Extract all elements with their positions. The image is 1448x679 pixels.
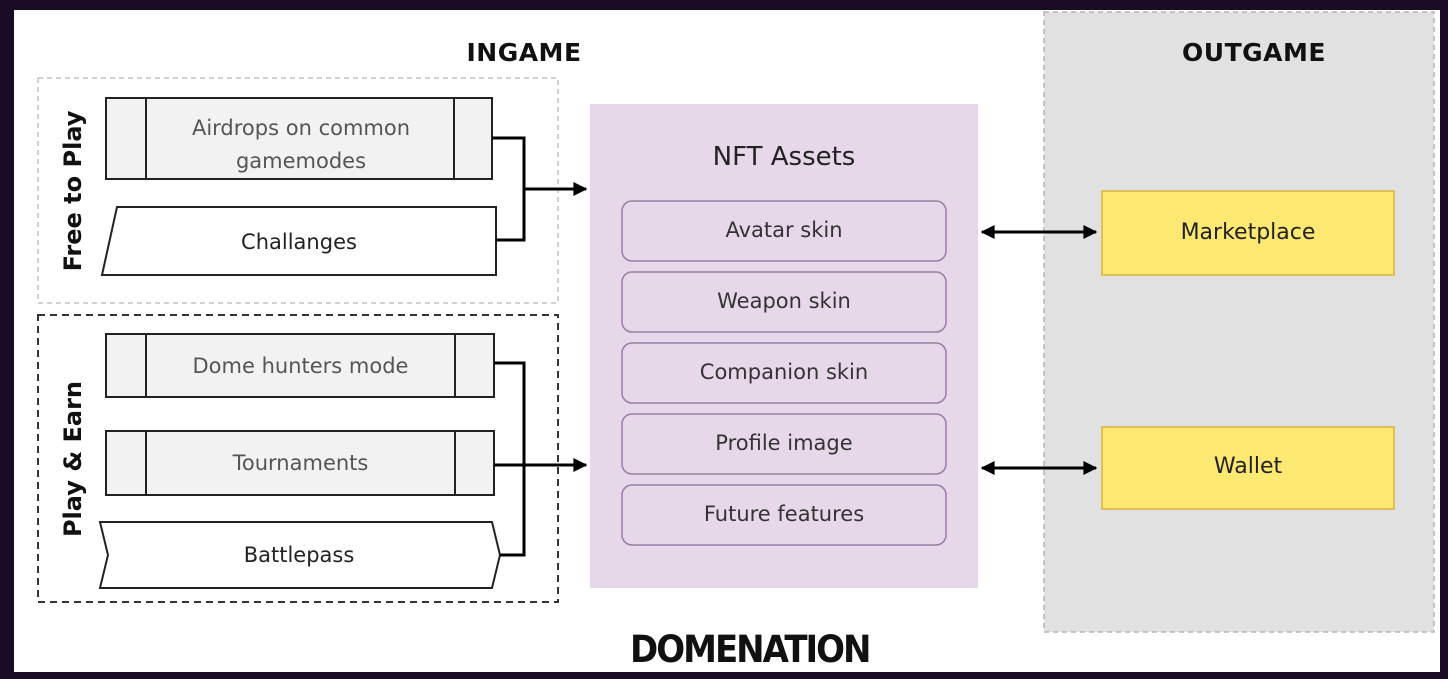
airdrops-label: Airdrops on common gamemodes <box>191 116 411 173</box>
ingame-heading: INGAME <box>466 38 582 67</box>
asset-box-companion <box>621 342 947 404</box>
battlepass-label: Battlepass <box>243 543 355 567</box>
connector-free-to-play <box>492 136 588 242</box>
free-to-play-label: Free to Play <box>59 110 87 272</box>
asset-box-avatar <box>621 200 947 262</box>
process-box-tournaments <box>105 430 495 496</box>
outgame-panel <box>1043 11 1435 633</box>
wallet-box <box>1101 426 1395 510</box>
manual-input-challanges <box>100 206 497 276</box>
connector-play-and-earn <box>494 361 588 557</box>
asset-box-future <box>621 484 947 546</box>
play-and-earn-label: Play & Earn <box>59 380 87 538</box>
challanges-label: Challanges <box>241 230 357 254</box>
process-box-dome-hunters <box>105 333 495 398</box>
diagram-shapes <box>37 11 1435 633</box>
marketplace-box <box>1101 190 1395 276</box>
asset-box-profile <box>621 413 947 475</box>
asset-companion-skin: Companion skin <box>699 360 869 384</box>
asset-box-weapon <box>621 271 947 333</box>
asset-avatar-skin: Avatar skin <box>725 218 843 242</box>
asset-weapon-skin: Weapon skin <box>717 289 851 313</box>
wallet-label: Wallet <box>1213 454 1283 479</box>
step-shape-battlepass <box>98 521 502 589</box>
marketplace-label: Marketplace <box>1180 220 1316 245</box>
diagram-canvas: INGAME OUTGAME Free to Play Play & Earn … <box>14 10 1440 672</box>
asset-profile-image: Profile image <box>715 431 853 455</box>
tournaments-label: Tournaments <box>232 451 369 475</box>
nft-assets-title: NFT Assets <box>712 142 856 172</box>
outgame-heading: OUTGAME <box>1182 38 1326 67</box>
domenation-logo: DOMENATION <box>630 628 872 672</box>
dome-hunters-label: Dome hunters mode <box>192 354 409 378</box>
asset-future-features: Future features <box>703 502 865 526</box>
